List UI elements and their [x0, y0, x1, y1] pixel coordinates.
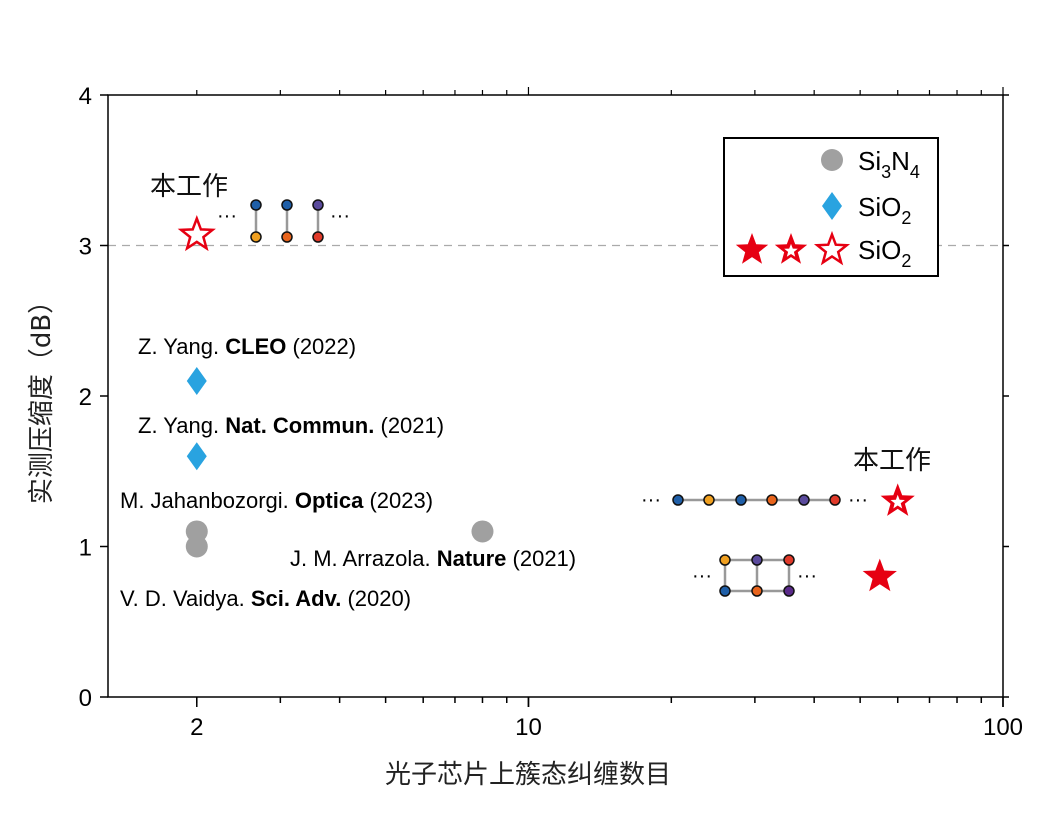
- x-axis-label: 光子芯片上簇态纠缠数目: [385, 760, 671, 790]
- legend-text: SiO: [858, 235, 901, 265]
- cluster-node: [719, 554, 731, 566]
- annotation-journal: Nat. Commun.: [225, 413, 374, 438]
- data-point-circle: [185, 535, 208, 558]
- cluster-node: [751, 554, 763, 566]
- x-tick-label: 100: [983, 714, 1023, 741]
- cluster-node: [281, 199, 293, 211]
- annotation-text: (2021): [506, 546, 576, 571]
- annotation-text: V. D. Vaidya.: [120, 586, 251, 611]
- y-axis-label: 实测压缩度（dB）: [27, 288, 57, 504]
- annotation-text: 本工作: [853, 446, 931, 476]
- cluster-node: [250, 231, 262, 243]
- data-point-diamond: [186, 442, 207, 471]
- cluster-node: [735, 494, 747, 506]
- legend-subscript: 2: [901, 208, 911, 228]
- cluster-node: [312, 231, 324, 243]
- annotation-text: 本工作: [150, 172, 228, 202]
- legend-text: 4: [910, 162, 920, 182]
- y-tick-label: 0: [79, 685, 92, 712]
- cluster-node: [719, 585, 731, 597]
- annotation-journal: CLEO: [225, 334, 286, 359]
- ellipsis: ···: [217, 205, 237, 227]
- x-tick-label: 10: [515, 714, 542, 741]
- cluster-node: [766, 494, 778, 506]
- point-annotation: V. D. Vaidya. Sci. Adv. (2020): [120, 586, 411, 611]
- data-point-circle: [185, 520, 208, 543]
- data-point-diamond: [186, 366, 207, 395]
- legend-star-filled-icon: [735, 233, 769, 264]
- cluster-node: [798, 494, 810, 506]
- legend-label-sio2-this-work: SiO2: [858, 235, 911, 271]
- x-tick-label: 2: [190, 714, 203, 741]
- ellipsis: ···: [330, 205, 350, 227]
- ellipsis: ···: [797, 565, 817, 587]
- data-point-star: [177, 214, 216, 252]
- cluster-node: [829, 494, 841, 506]
- data-point-star: [862, 558, 897, 592]
- legend-diamond-icon: [822, 192, 842, 220]
- legend-label-si3n4: Si3N4: [858, 146, 920, 182]
- point-annotation: Z. Yang. Nat. Commun. (2021): [138, 413, 444, 438]
- annotation-text: Z. Yang.: [138, 413, 225, 438]
- annotation-text: (2021): [374, 413, 444, 438]
- annotation-text: (2022): [286, 334, 356, 359]
- cluster-node: [281, 231, 293, 243]
- point-annotation: Z. Yang. CLEO (2022): [138, 334, 356, 359]
- annotation-text: (2020): [341, 586, 411, 611]
- y-tick-label: 1: [79, 535, 92, 562]
- annotation-text: Z. Yang.: [138, 334, 225, 359]
- annotation-text: (2023): [363, 488, 433, 513]
- cluster-node: [312, 199, 324, 211]
- cluster-node: [751, 585, 763, 597]
- legend-text: 3: [881, 162, 891, 182]
- data-point-circle: [471, 520, 494, 543]
- y-tick-label: 4: [79, 83, 92, 110]
- legend-star-hollow-icon: [813, 230, 851, 266]
- y-tick-label: 3: [79, 234, 92, 261]
- y-tick-label: 2: [79, 384, 92, 411]
- annotation-journal: Sci. Adv.: [251, 586, 341, 611]
- cluster-node: [783, 585, 795, 597]
- ellipsis: ···: [692, 565, 712, 587]
- point-annotation: 本工作: [150, 172, 228, 202]
- cluster-node: [703, 494, 715, 506]
- cluster-node: [250, 199, 262, 211]
- legend-text: N: [891, 146, 910, 176]
- point-annotation: J. M. Arrazola. Nature (2021): [290, 546, 576, 571]
- legend-star-inner-hollow-icon-inner: [784, 243, 798, 257]
- annotation-text: M. Jahanbozorgi.: [120, 488, 295, 513]
- annotation-journal: Nature: [437, 546, 507, 571]
- cluster-node: [672, 494, 684, 506]
- point-annotation: 本工作: [853, 446, 931, 476]
- legend-text: SiO: [858, 192, 901, 222]
- point-annotation: M. Jahanbozorgi. Optica (2023): [120, 488, 433, 513]
- legend-label-sio2: SiO2: [858, 192, 911, 228]
- ellipsis: ···: [641, 489, 661, 511]
- cluster-node: [783, 554, 795, 566]
- annotation-text: J. M. Arrazola.: [290, 546, 437, 571]
- legend-text: Si: [858, 146, 881, 176]
- legend-circle-icon: [821, 149, 843, 171]
- annotation-journal: Optica: [295, 488, 364, 513]
- data-point-star-inner: [890, 494, 905, 509]
- legend-subscript: 2: [901, 251, 911, 271]
- ellipsis: ···: [848, 489, 868, 511]
